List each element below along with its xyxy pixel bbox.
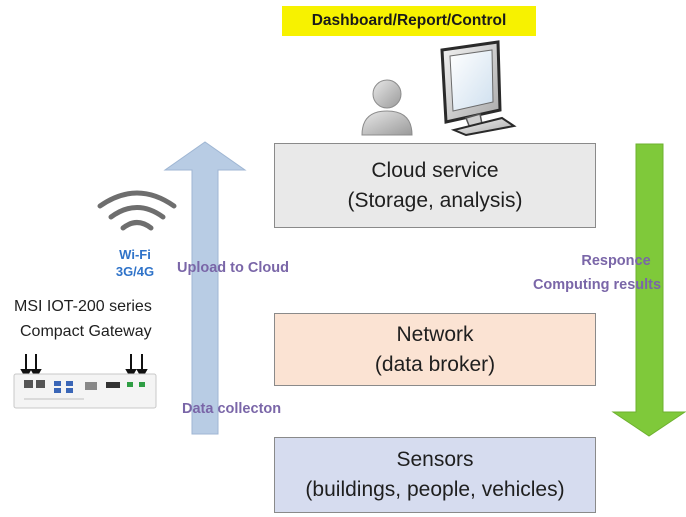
wifi-text: Wi-Fi (119, 247, 151, 262)
gateway-label: MSI IOT-200 series Compact Gateway (14, 294, 152, 344)
cloud-service-box: Cloud service (Storage, analysis) (274, 143, 596, 228)
network-title: Network (396, 322, 474, 346)
sensors-subtitle: (buildings, people, vehicles) (305, 478, 565, 501)
cloud-service-subtitle: (Storage, analysis) (347, 188, 523, 212)
wireless-label: Wi-Fi 3G/4G (110, 246, 160, 280)
sensors-title: Sensors (396, 448, 474, 471)
response-line1: Responce (581, 253, 651, 269)
cloud-service-title: Cloud service (371, 158, 499, 182)
cellular-text: 3G/4G (115, 264, 155, 279)
wifi-icon (97, 190, 177, 231)
response-line2: Computing results (532, 277, 662, 293)
network-subtitle: (data broker) (374, 352, 496, 376)
network-box: Network (data broker) (274, 313, 596, 386)
upload-arrow (163, 141, 247, 435)
response-label: Responce Computing results (517, 249, 677, 297)
gateway-title: MSI IOT-200 series (14, 298, 152, 315)
user-icon (361, 79, 413, 136)
monitor-icon (440, 40, 517, 136)
data-collection-label: Data collecton (182, 401, 282, 417)
sensors-box: Sensors (buildings, people, vehicles) (274, 437, 596, 513)
response-arrow (611, 143, 686, 437)
gateway-subtitle: Compact Gateway (20, 323, 152, 340)
upload-label: Upload to Cloud (177, 260, 289, 276)
gateway-device-icon (13, 354, 157, 409)
dashboard-label: Dashboard/Report/Control (282, 6, 536, 36)
